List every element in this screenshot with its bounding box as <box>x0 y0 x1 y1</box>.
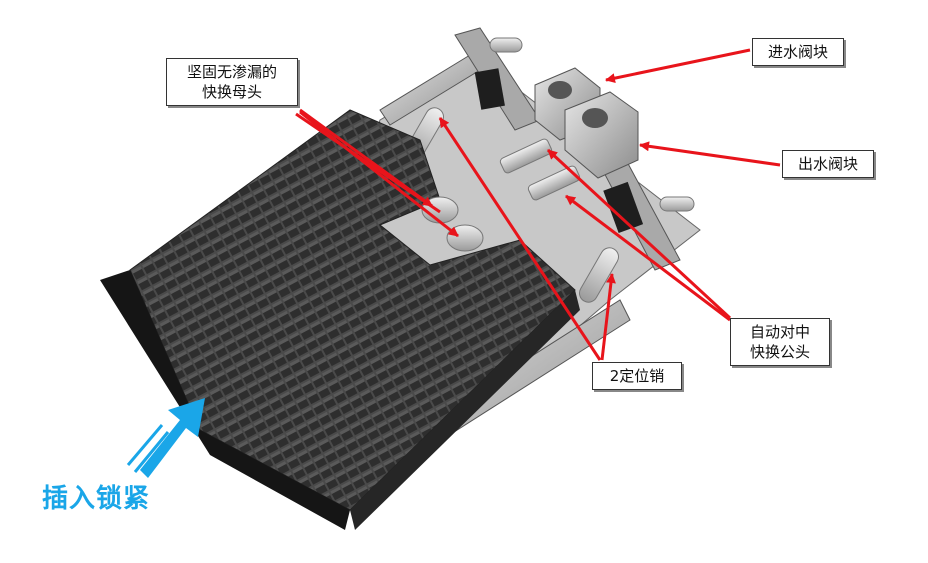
cold-plate-front-face <box>100 270 350 530</box>
male-couplers <box>499 138 581 201</box>
inlet-valve-port <box>548 81 572 99</box>
callout-arrows <box>295 48 781 361</box>
label-male-coupler-line2: 快换公头 <box>749 343 810 361</box>
label-inlet-block: 进水阀块 <box>752 38 844 66</box>
outlet-valve-block <box>564 91 639 179</box>
bracket-rubber-upper <box>474 68 505 110</box>
cold-plate <box>100 109 580 530</box>
arrow-inlet-block <box>605 48 751 84</box>
arrow-pin-lower <box>600 273 616 361</box>
male-coupler-lower <box>527 165 581 201</box>
valve-blocks <box>534 67 639 179</box>
arrow-outlet-block <box>639 141 781 167</box>
label-outlet-block: 出水阀块 <box>782 150 874 178</box>
label-female-coupler: 坚固无渗漏的 快换母头 <box>166 58 298 106</box>
arrow-female-lower <box>299 110 459 238</box>
arrow-male-upper <box>546 148 732 320</box>
arrow-male-lower <box>565 194 731 322</box>
rod-upper <box>489 37 523 53</box>
label-insert-lock: 插入锁紧 <box>42 484 151 514</box>
insert-arrow <box>126 398 205 478</box>
bracket-rubber-lower <box>603 181 644 234</box>
rod-lower <box>659 196 695 212</box>
cold-plate-side <box>350 290 580 530</box>
label-inlet-block-text: 进水阀块 <box>767 43 828 61</box>
label-female-coupler-line2: 快换母头 <box>201 83 262 101</box>
label-female-coupler-line1: 坚固无渗漏的 <box>186 63 277 81</box>
label-male-coupler: 自动对中 快换公头 <box>730 318 830 366</box>
outlet-valve-port <box>582 108 608 128</box>
label-pins: 2定位销 <box>592 362 682 390</box>
arrow-pin-upper <box>438 117 602 361</box>
label-pins-text: 2定位销 <box>609 367 665 385</box>
label-outlet-block-text: 出水阀块 <box>797 155 858 173</box>
label-male-coupler-line1: 自动对中 <box>749 323 810 341</box>
insert-arrow-shape <box>140 398 205 478</box>
female-coupler-lower <box>446 224 484 252</box>
male-coupler-upper <box>499 138 553 174</box>
arrow-female-mid <box>295 112 441 214</box>
